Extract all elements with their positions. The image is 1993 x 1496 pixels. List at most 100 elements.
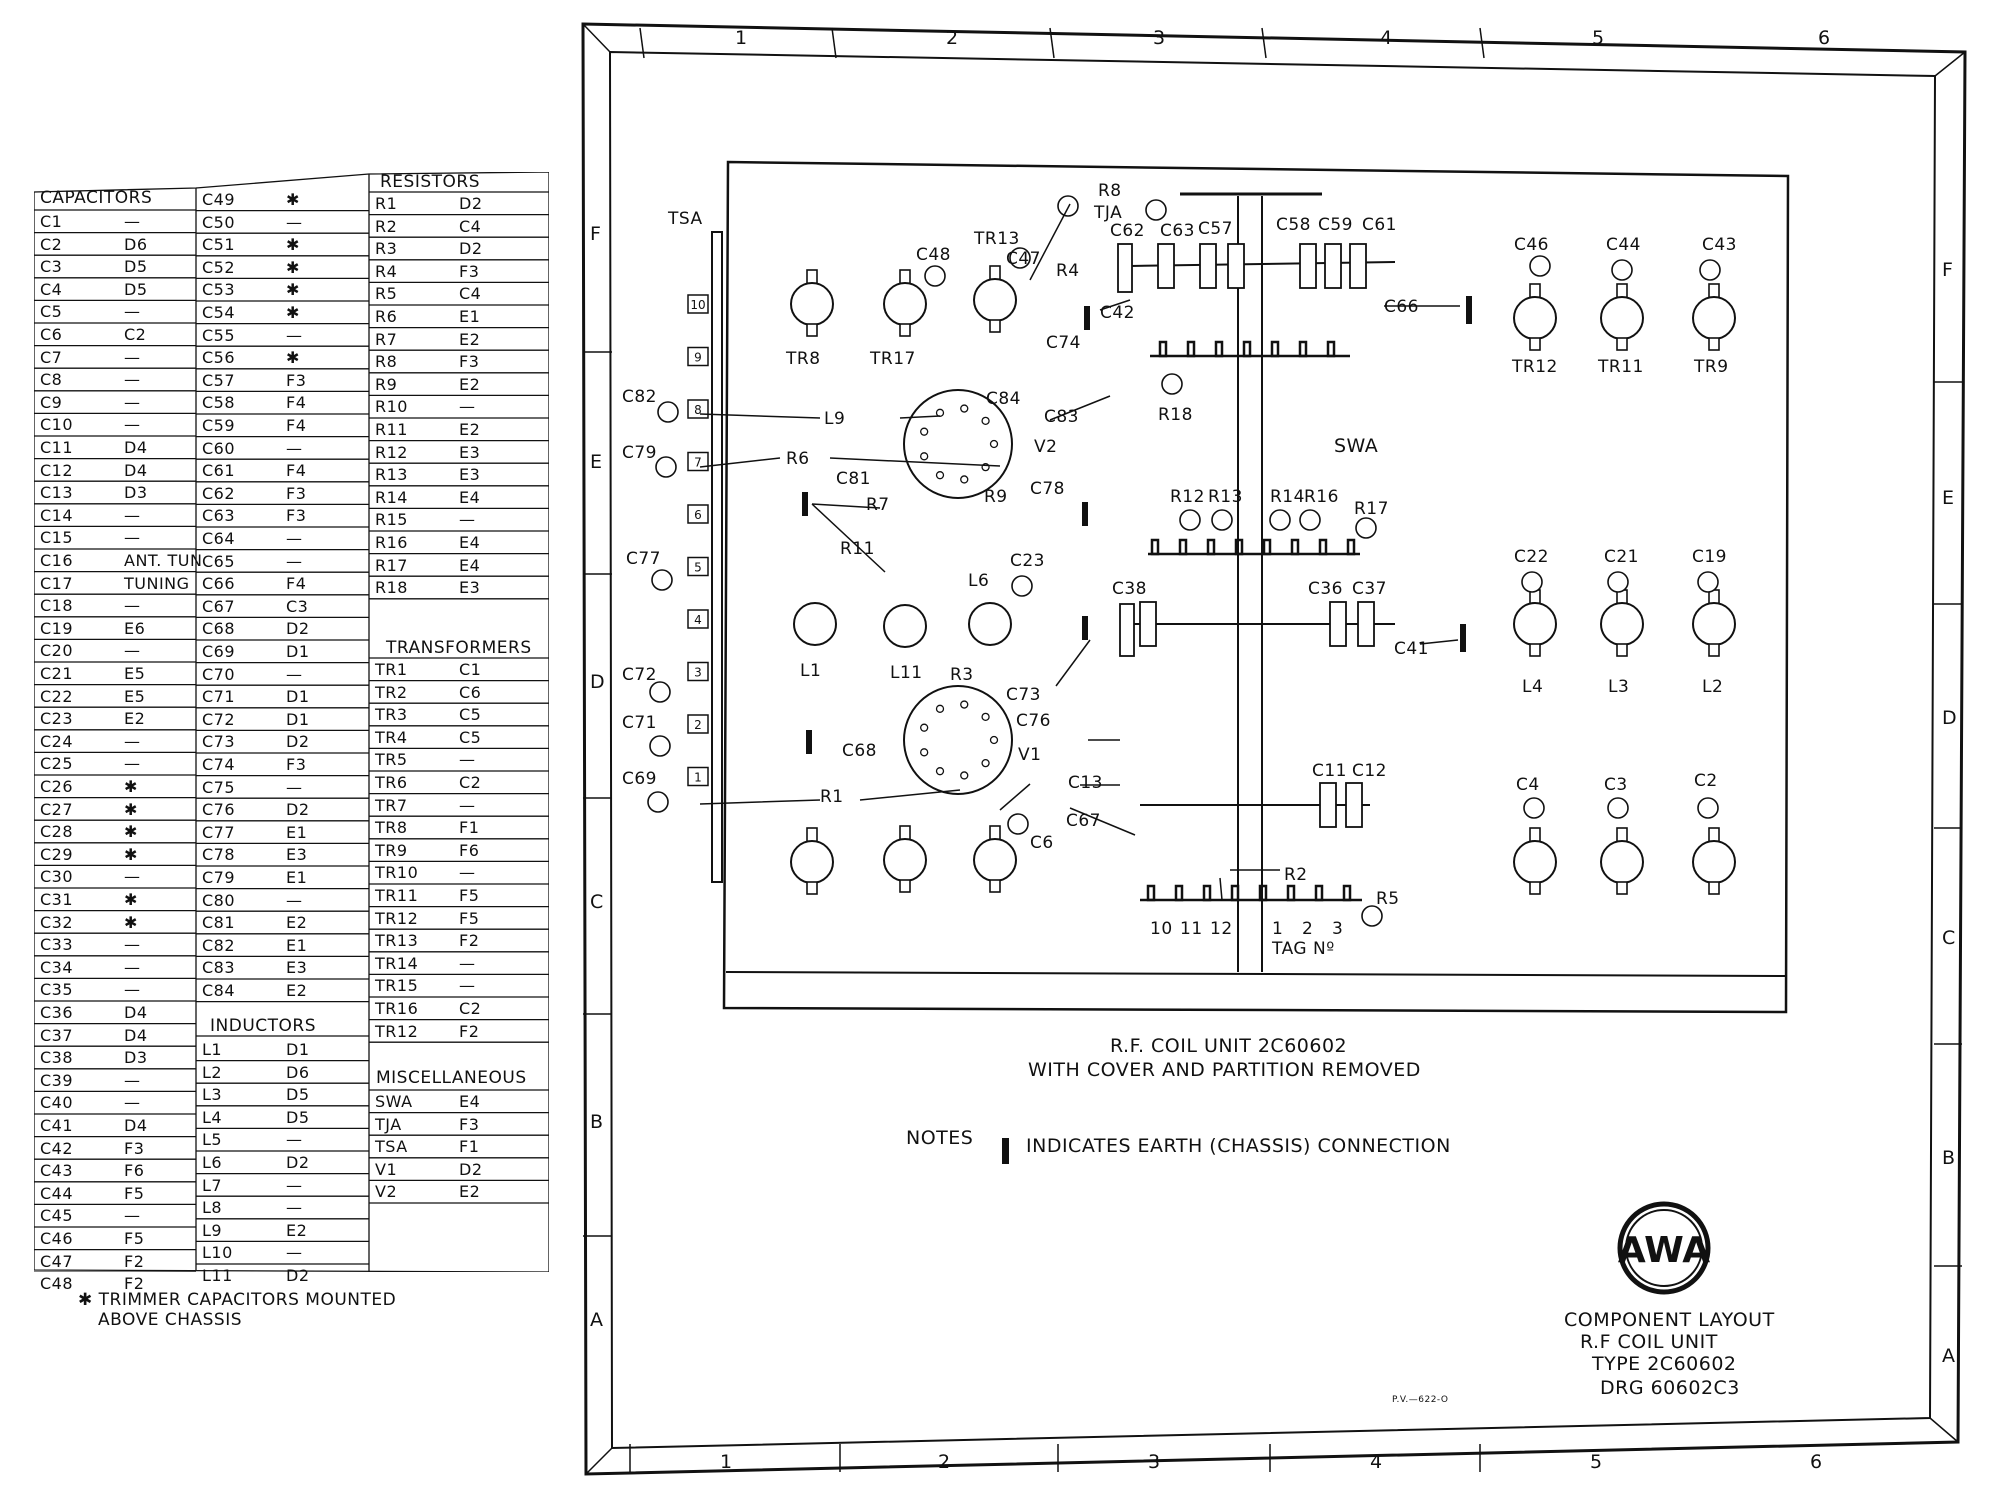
tr6-transformer xyxy=(973,825,1017,893)
table-cell-ref: C37 xyxy=(40,1025,74,1045)
zone-row-left-B: B xyxy=(590,1111,603,1133)
tsa-terminal-number: 2 xyxy=(694,718,702,732)
tag-number: 12 xyxy=(1210,919,1233,939)
table-cell-location: — xyxy=(459,750,476,770)
table-cell-location: E2 xyxy=(286,913,308,933)
table-cell-ref: TSA xyxy=(375,1137,408,1157)
table-cell-location: — xyxy=(286,890,303,910)
table-cell-location: — xyxy=(286,777,303,797)
table-cell-location: D2 xyxy=(286,619,310,639)
table-cell-location: — xyxy=(124,528,141,548)
caption-line2: WITH COVER AND PARTITION REMOVED xyxy=(1028,1059,1421,1081)
table-cell-ref: C36 xyxy=(40,1003,74,1022)
label-tr17: TR17 xyxy=(869,349,916,369)
tr1-transformer xyxy=(790,827,834,895)
table-cell-ref: TR15 xyxy=(375,976,419,996)
drawing-reference: P.V.—622-O xyxy=(1392,1395,1449,1405)
title-line3: TYPE 2C60602 xyxy=(1591,1353,1737,1375)
table-cell-ref: L3 xyxy=(202,1085,223,1105)
label-c82: C82 xyxy=(622,387,657,407)
label-c71: C71 xyxy=(622,713,657,733)
c21-part xyxy=(1607,571,1629,593)
l6-coil xyxy=(968,602,1012,646)
c71-part xyxy=(649,735,671,757)
table-cell-location: D3 xyxy=(124,1048,148,1068)
table-cell-ref: C76 xyxy=(202,800,236,820)
zone-col-bottom-5: 5 xyxy=(1590,1451,1602,1473)
table-cell-location: E2 xyxy=(459,374,481,394)
label-c44: C44 xyxy=(1606,235,1641,255)
table-cell-location: — xyxy=(124,302,141,322)
label-l11: L11 xyxy=(890,663,923,683)
tsa-label: TSA xyxy=(667,209,703,229)
table-cell-location: D5 xyxy=(124,279,148,299)
tsa-terminal-number: 3 xyxy=(694,666,702,680)
label-c42: C42 xyxy=(1100,303,1135,323)
tsa-terminal xyxy=(687,714,709,734)
table-cell-location: D5 xyxy=(286,1107,310,1127)
notes-text: INDICATES EARTH (CHASSIS) CONNECTION xyxy=(1026,1135,1451,1157)
label-l3: L3 xyxy=(1608,677,1629,697)
miscellaneous-heading: MISCELLANEOUS xyxy=(376,1068,527,1088)
table-cell-location: E5 xyxy=(124,664,146,683)
table-cell-ref: R16 xyxy=(375,533,408,552)
c77-part xyxy=(651,569,673,591)
table-cell-ref: C23 xyxy=(40,709,74,729)
switch-wafers xyxy=(1140,340,1362,902)
table-cell-location: E1 xyxy=(459,307,481,326)
table-cell-ref: C80 xyxy=(202,890,236,910)
tsa-terminal xyxy=(687,661,709,682)
table-cell-ref: L1 xyxy=(202,1040,223,1059)
table-cell-location: E1 xyxy=(286,868,308,887)
table-cell-ref: C82 xyxy=(202,935,236,955)
table-cell-location: — xyxy=(124,1070,141,1090)
zone-row-right-C: C xyxy=(1942,927,1955,949)
capacitors-heading: CAPACITORS xyxy=(40,188,153,208)
table-cell-ref: C31 xyxy=(40,890,74,909)
label-c46: C46 xyxy=(1514,235,1549,255)
label-r5: R5 xyxy=(1376,889,1400,909)
table-cell-ref: C61 xyxy=(202,461,236,481)
table-cell-ref: C72 xyxy=(202,709,236,729)
label-c12: C12 xyxy=(1352,761,1387,781)
label-v1: V1 xyxy=(1018,745,1041,765)
table-cell-location: ✱ xyxy=(286,257,300,277)
table-cell-ref: C24 xyxy=(40,731,74,751)
table-cell-location: F3 xyxy=(459,261,480,281)
tr17-transformer xyxy=(883,269,927,337)
table-cell-ref: C71 xyxy=(202,687,236,707)
table-footnote-line1: ✱ TRIMMER CAPACITORS MOUNTED xyxy=(78,1290,397,1310)
table-cell-ref: R5 xyxy=(375,284,398,304)
c48-part xyxy=(924,265,946,287)
title-line1: COMPONENT LAYOUT xyxy=(1564,1309,1775,1331)
zone-row-left-C: C xyxy=(590,891,603,913)
table-cell-ref: C43 xyxy=(40,1161,74,1181)
zone-col-bottom-4: 4 xyxy=(1370,1451,1382,1473)
c2-part xyxy=(1697,797,1719,819)
table-cell-ref: V1 xyxy=(375,1159,398,1179)
zone-col-top-2: 2 xyxy=(946,27,958,49)
label-c22: C22 xyxy=(1514,547,1549,567)
table-cell-ref: C49 xyxy=(202,190,236,209)
label-r8: R8 xyxy=(1098,181,1122,201)
c4-part xyxy=(1523,797,1545,819)
table-cell-ref: C29 xyxy=(40,844,74,864)
table-cell-ref: TJA xyxy=(375,1114,402,1134)
r5-part xyxy=(1361,905,1383,927)
table-cell-ref: TR3 xyxy=(375,705,408,725)
table-cell-location: — xyxy=(124,867,141,887)
table-cell-ref: TR7 xyxy=(375,795,408,815)
tsa-terminal xyxy=(687,346,709,367)
table-cell-location: E3 xyxy=(459,578,481,598)
table-cell-ref: TR4 xyxy=(375,727,408,747)
table-cell-location: F5 xyxy=(459,908,480,928)
table-cell-location: — xyxy=(124,641,141,661)
table-cell-ref: C13 xyxy=(40,483,74,503)
tr13-transformer xyxy=(973,265,1017,333)
table-cell-location: — xyxy=(124,370,141,390)
tr9-transformer xyxy=(1692,283,1736,351)
label-c47: C47 xyxy=(1006,249,1041,269)
